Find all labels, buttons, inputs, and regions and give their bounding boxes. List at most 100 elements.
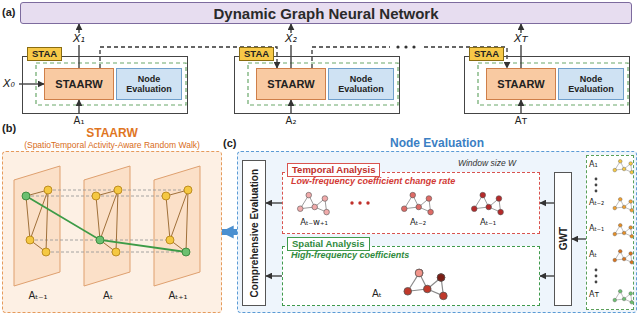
node-text: High-frequency coefficients bbox=[291, 250, 409, 261]
node-text: Node Evaluation bbox=[117, 74, 181, 94]
walk-node bbox=[22, 192, 190, 256]
spatial-region: Spatial AnalysisHigh-frequency coefficie… bbox=[282, 246, 540, 306]
node-text: (SpatioTemporal Activity-Aware Random Wa… bbox=[3, 140, 221, 150]
temporal-link bbox=[116, 252, 186, 253]
snapshot-graph bbox=[613, 223, 634, 238]
staarw-box: STAARW bbox=[44, 68, 114, 100]
ellipsis-dots bbox=[595, 275, 598, 278]
temporal-link bbox=[26, 190, 188, 252]
ellipsis-dots bbox=[396, 45, 415, 48]
ellipsis-dots bbox=[595, 281, 598, 284]
label-text: (b) bbox=[2, 122, 16, 134]
snapshot-graph bbox=[613, 249, 634, 264]
temporal-link bbox=[30, 240, 100, 241]
evaluation-box: Node Evaluation bbox=[328, 68, 394, 100]
node-text: Aₜ bbox=[589, 250, 597, 260]
graph-node bbox=[184, 186, 192, 194]
graph-edge bbox=[166, 196, 170, 240]
ellipsis-dots bbox=[595, 190, 598, 193]
node-text: Node Evaluation bbox=[559, 74, 623, 94]
input-arrow bbox=[78, 100, 79, 113]
node-text: Aₜ₋₁ bbox=[589, 224, 604, 234]
graph-plane bbox=[14, 166, 200, 286]
graph-edge bbox=[26, 196, 30, 240]
label-text: X₀ bbox=[3, 77, 15, 90]
ellipsis-dots bbox=[595, 184, 598, 187]
walk-path bbox=[26, 196, 186, 252]
graph-plane bbox=[14, 166, 60, 286]
dot-patch bbox=[390, 42, 422, 52]
panel-fill bbox=[586, 155, 634, 310]
walk-node bbox=[96, 236, 104, 244]
temporal-link bbox=[100, 240, 170, 241]
node-text: Comprehensive Evaluation bbox=[249, 169, 260, 297]
panel-fill bbox=[282, 172, 540, 234]
connector bbox=[266, 275, 282, 276]
staa-box: STAASTAARWNode Evaluation bbox=[234, 56, 400, 114]
edge-label: X₂ bbox=[284, 33, 298, 45]
snapshot-graph bbox=[613, 159, 634, 174]
input-arrow bbox=[520, 100, 521, 113]
edge-label: X₁ bbox=[72, 33, 86, 45]
ellipsis-dots bbox=[358, 201, 361, 204]
connector bbox=[266, 202, 282, 203]
graph-edge bbox=[46, 190, 48, 252]
label-text: A₁ bbox=[74, 115, 85, 126]
gwt-bar: GWT bbox=[554, 172, 572, 306]
graph-edge bbox=[186, 190, 188, 252]
graph-node bbox=[44, 186, 52, 194]
graph-node bbox=[26, 186, 192, 256]
graph-node bbox=[112, 248, 120, 256]
node-text: Node Evaluation bbox=[238, 136, 636, 150]
node-text: STAARW bbox=[497, 78, 544, 90]
label-text: Aₜ₋₁ bbox=[28, 290, 47, 301]
label-text: Window size W bbox=[458, 158, 516, 168]
inner-dashed-frame bbox=[478, 63, 628, 105]
ellipsis-dots bbox=[396, 45, 399, 48]
graph-plane bbox=[84, 166, 130, 286]
label-text: Aₜ₋₁ bbox=[480, 217, 496, 227]
connector bbox=[78, 24, 79, 68]
graph-edge bbox=[170, 190, 188, 240]
node-text: GWT bbox=[558, 227, 569, 250]
snapshot-graph bbox=[613, 159, 634, 304]
graph-edge bbox=[26, 190, 188, 252]
walk-node bbox=[182, 248, 190, 256]
connector bbox=[100, 47, 277, 68]
spatial-graph bbox=[437, 274, 445, 282]
input-arrow bbox=[290, 100, 291, 113]
node-text: STAARW bbox=[267, 78, 314, 90]
node-text: STAA bbox=[27, 47, 62, 61]
temporal-graph bbox=[297, 192, 503, 215]
connector bbox=[540, 202, 554, 203]
inner-dashed-frame bbox=[36, 63, 186, 105]
graph-node bbox=[92, 192, 100, 200]
ellipsis-dots bbox=[366, 201, 369, 204]
node-text: Low-frequency coefficient change rate bbox=[291, 176, 455, 187]
temporal-graph bbox=[471, 192, 503, 215]
snapshot-graph bbox=[613, 197, 634, 212]
graph-edge bbox=[30, 190, 48, 240]
connector bbox=[520, 24, 521, 68]
node-text: Dynamic Graph Neural Network bbox=[213, 5, 438, 22]
graph-plane bbox=[154, 166, 200, 286]
connector bbox=[572, 238, 586, 239]
spatial-graph bbox=[404, 269, 447, 300]
spatial-graph bbox=[415, 269, 423, 277]
evaluation-panel: Node EvaluationComprehensive EvaluationT… bbox=[237, 151, 637, 313]
staa-box: STAASTAARWNode Evaluation bbox=[22, 56, 188, 114]
spatial-graph bbox=[404, 269, 447, 300]
graph-edge bbox=[100, 190, 118, 240]
temporal-link bbox=[26, 196, 96, 197]
label-text: Aₜ₊₁ bbox=[168, 290, 187, 301]
staarw-box: STAARW bbox=[256, 68, 326, 100]
snapshot-graph bbox=[613, 289, 634, 304]
temporal-link bbox=[48, 190, 118, 191]
evaluation-bar: Comprehensive Evaluation bbox=[242, 160, 266, 306]
walk-node bbox=[22, 192, 30, 200]
connector bbox=[540, 275, 554, 276]
label-text: Aₜ bbox=[103, 290, 113, 301]
